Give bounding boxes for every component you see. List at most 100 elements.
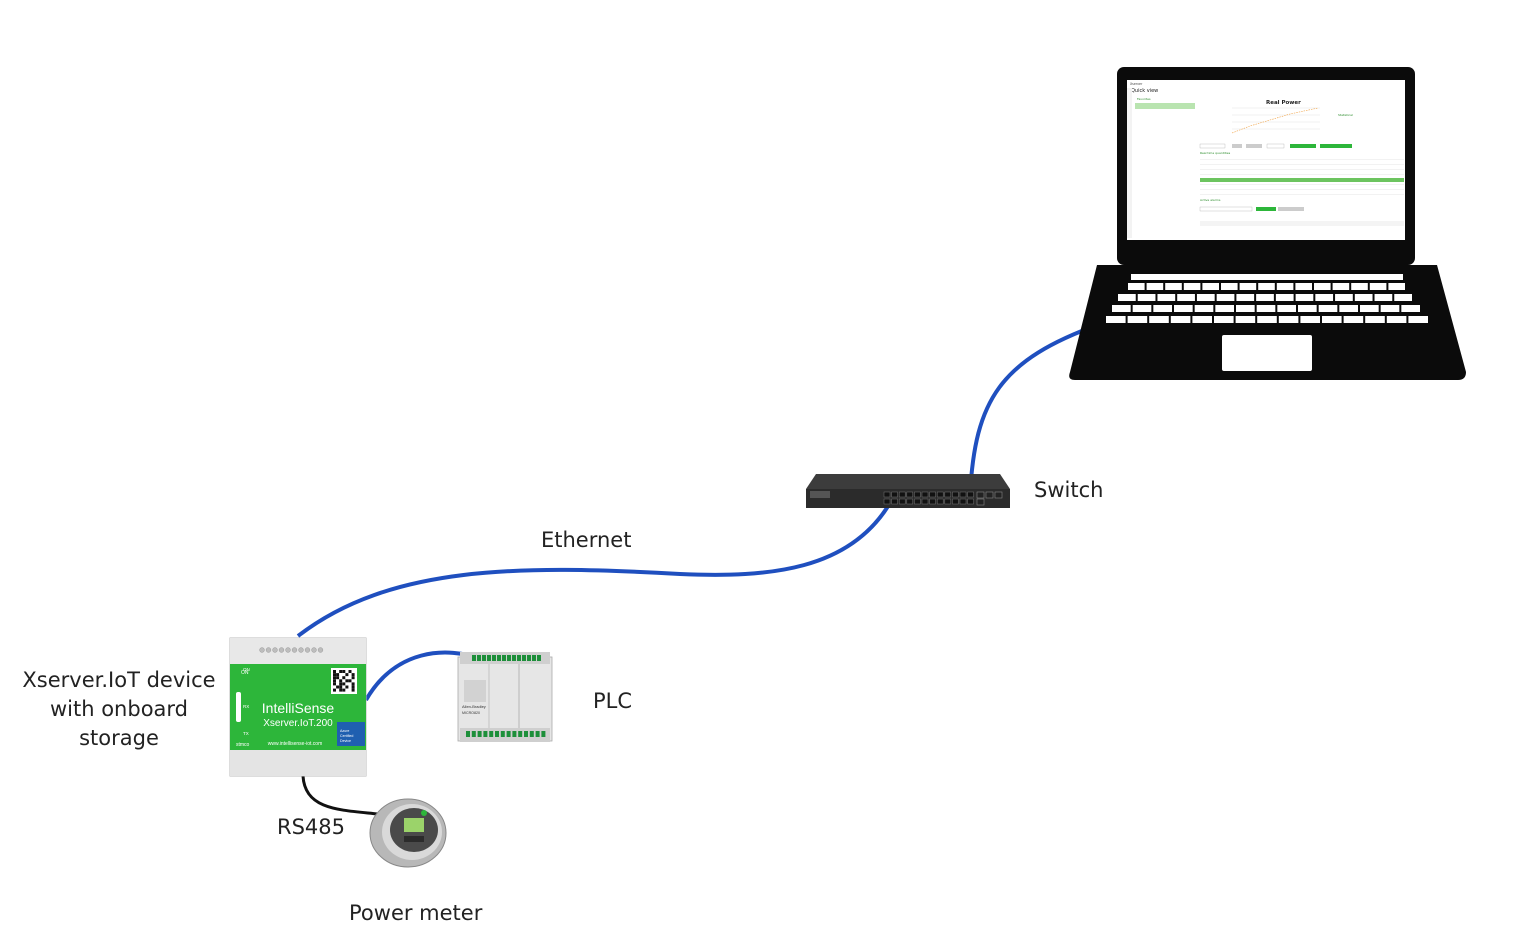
plc-terminal: [517, 655, 521, 661]
keyboard-key: [1322, 316, 1342, 323]
keyboard-key: [1386, 316, 1407, 323]
rs485-label: RS485: [277, 815, 346, 839]
device-vent: [272, 647, 278, 653]
keyboard-key: [1132, 305, 1152, 312]
svg-text:MICRO820: MICRO820: [462, 711, 480, 715]
keyboard-key: [1149, 316, 1169, 323]
plc-terminal: [487, 655, 491, 661]
keyboard-key: [1170, 316, 1191, 323]
qr-module: [345, 685, 349, 689]
keyboard-key: [1256, 305, 1276, 312]
switch-port: [883, 491, 891, 498]
keyboard-key: [1295, 283, 1312, 290]
switch-port: [952, 498, 959, 505]
keyboard-key: [1165, 283, 1182, 290]
xserver-label-line-1: Xserver.IoT device: [22, 668, 216, 692]
svg-text:Device: Device: [340, 739, 351, 743]
rs485-cable: [301, 775, 379, 816]
keyboard-key: [1315, 294, 1334, 301]
touchpad: [1222, 335, 1312, 371]
switch-port: [952, 491, 959, 498]
ethernet-cable-switch-device: [296, 501, 892, 638]
qr-module: [351, 676, 355, 680]
table-row-line: [1200, 189, 1404, 190]
plc-terminal: [522, 655, 526, 661]
keyboard-key: [1401, 305, 1420, 312]
plc-terminal: [512, 731, 517, 737]
keyboard-key: [1137, 294, 1156, 301]
switch-port: [929, 498, 936, 505]
xserver-device-label: Xserver.IoT device with onboard storage: [14, 666, 224, 753]
xserver-label-line-2: with onboard: [49, 696, 189, 721]
switch-port: [967, 491, 974, 498]
svg-text:Quick view: Quick view: [1131, 88, 1158, 94]
dashboard-screenshot: Xserver Quick view Favorites Real Power …: [1127, 82, 1404, 238]
keyboard-key: [1236, 294, 1255, 301]
qr-module: [339, 688, 343, 692]
keyboard-key: [1408, 316, 1428, 323]
keyboard-key: [1174, 305, 1193, 312]
plc-terminal: [537, 655, 541, 661]
qr-module: [339, 670, 343, 673]
plc-terminal: [518, 731, 523, 737]
keyboard-key: [1298, 305, 1317, 312]
plc-terminal: [535, 731, 540, 737]
plc-terminal: [482, 655, 486, 661]
qr-module: [348, 679, 352, 683]
device-vent: [311, 647, 317, 653]
keyboard-key: [1360, 305, 1379, 312]
svg-text:ON: ON: [241, 670, 249, 676]
switch-port: [936, 491, 944, 498]
switch-port: [967, 498, 974, 505]
ethernet-label: Ethernet: [541, 528, 632, 552]
plc-terminal: [489, 731, 494, 737]
plc-terminal: [495, 731, 499, 737]
laptop: [1069, 67, 1466, 380]
switch-port: [891, 491, 898, 498]
switch-port: [906, 498, 914, 505]
keyboard-key: [1194, 305, 1214, 312]
keyboard-key: [1157, 294, 1176, 301]
qr-module: [333, 682, 336, 686]
svg-text:stmco: stmco: [236, 742, 250, 748]
switch-port: [891, 498, 898, 505]
svg-text:Favorites: Favorites: [1137, 97, 1151, 101]
switch-port: [898, 491, 906, 498]
plc-terminal: [507, 655, 511, 661]
svg-text:Xserver.IoT.200: Xserver.IoT.200: [263, 718, 333, 729]
device-vent: [304, 647, 311, 653]
device-vent: [285, 647, 291, 653]
qr-module: [345, 679, 349, 683]
qr-module: [333, 673, 336, 677]
azure-badge: [337, 722, 365, 746]
keyboard-key: [1343, 316, 1364, 323]
device-vent: [259, 647, 265, 653]
keyboard-key: [1214, 316, 1234, 323]
keyboard-key: [1256, 294, 1274, 301]
svg-text:Xserver: Xserver: [1130, 82, 1143, 86]
keyboard-key: [1278, 316, 1299, 323]
xserver-device: ON IntelliSense Xserver.IoT.200 www.inte…: [229, 637, 367, 777]
table-row-line: [1200, 169, 1404, 170]
keyboard-key: [1354, 294, 1373, 301]
plc-terminal: [527, 655, 531, 661]
keyboard-key: [1374, 294, 1393, 301]
keyboard-key: [1153, 305, 1172, 312]
keyboard-key: [1215, 305, 1234, 312]
ethernet-cable-laptop-switch: [968, 322, 1101, 496]
switch-port: [921, 498, 929, 505]
keyboard-key: [1295, 294, 1314, 301]
keyboard-key: [1351, 283, 1368, 290]
keyboard-key: [1388, 283, 1405, 290]
keyboard-key: [1112, 305, 1131, 312]
device-vent: [317, 647, 324, 653]
switch-port: [898, 498, 906, 505]
switch-port: [914, 491, 921, 498]
plc-terminal: [483, 731, 488, 737]
svg-text:Allen-Bradley: Allen-Bradley: [462, 704, 486, 709]
switch-port: [921, 491, 929, 498]
table-row-line: [1200, 194, 1404, 195]
plc-terminal: [529, 731, 534, 737]
plc-terminal: [500, 731, 505, 737]
